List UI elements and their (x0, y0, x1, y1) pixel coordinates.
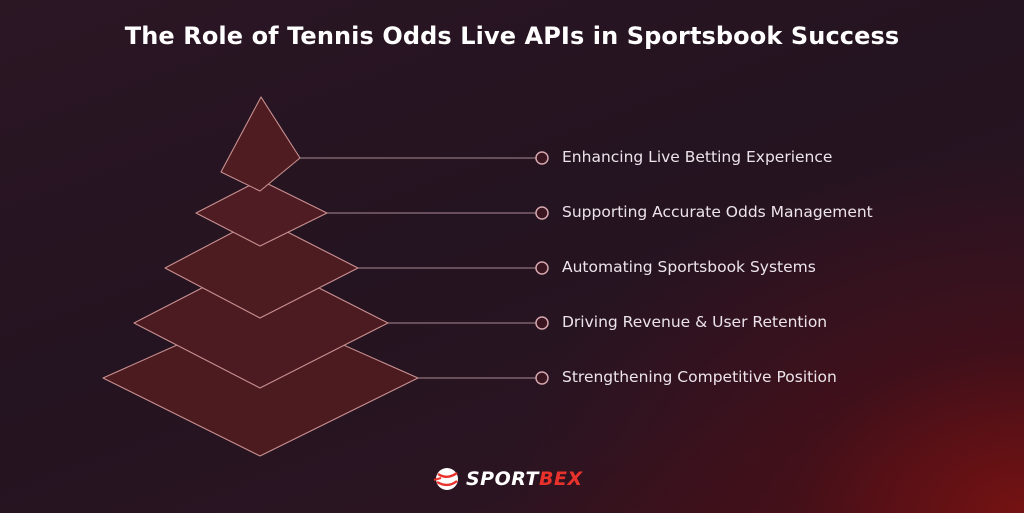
pyramid-layer-3 (164, 217, 359, 319)
connector-lines (300, 157, 536, 379)
logo-text-accent: BEX (539, 468, 583, 490)
layer-label-4: Driving Revenue & User Retention (562, 313, 828, 331)
layer-label-2: Supporting Accurate Odds Management (562, 203, 873, 221)
pyramid-layer-1 (220, 96, 301, 192)
layer-label-1: Enhancing Live Betting Experience (562, 148, 833, 166)
sportbex-logo: SPORTBEX (432, 464, 583, 494)
marker-circle-5 (535, 371, 549, 385)
marker-circle-3 (535, 261, 549, 275)
pyramid-layers (102, 96, 419, 457)
marker-circle-1 (535, 151, 549, 165)
logo-text-primary: SPORT (466, 468, 539, 490)
sportbex-ball-icon (432, 464, 462, 494)
marker-circles (535, 151, 549, 385)
page-title: The Role of Tennis Odds Live APIs in Spo… (124, 22, 900, 50)
marker-circle-2 (535, 206, 549, 220)
layer-label-5: Strengthening Competitive Position (562, 368, 837, 386)
pyramid-layer-2 (195, 179, 328, 247)
marker-circle-4 (535, 316, 549, 330)
layer-label-3: Automating Sportsbook Systems (562, 258, 816, 276)
logo-wordmark: SPORTBEX (466, 468, 583, 490)
